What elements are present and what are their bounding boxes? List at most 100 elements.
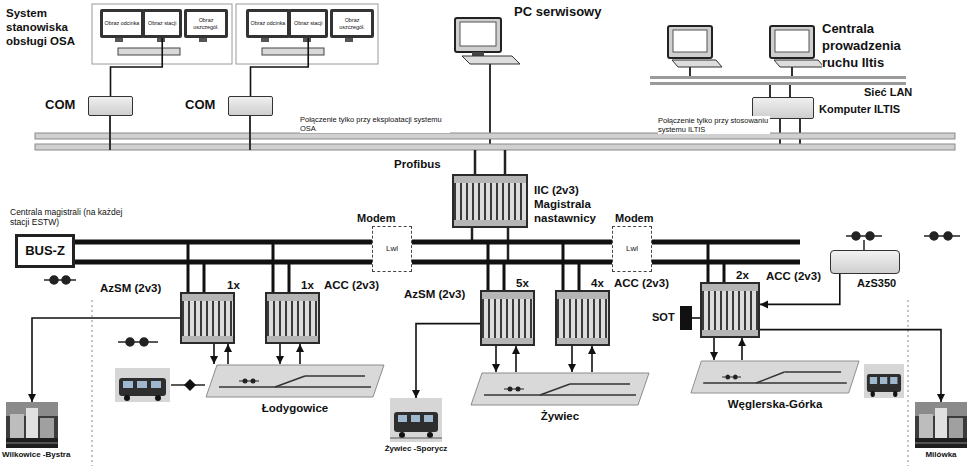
platform-graphic-part <box>484 394 636 396</box>
node-label: AzS350 <box>857 277 896 290</box>
train-picture-part <box>867 374 901 392</box>
com-unit: COM <box>88 96 133 116</box>
station-graphic-part <box>6 402 58 448</box>
iltis-wire-part <box>789 85 791 97</box>
iltis-wire-part <box>769 85 771 97</box>
train-picture-part <box>880 377 887 384</box>
annotation-label: Profibus <box>394 157 458 171</box>
train-link-part <box>184 379 196 391</box>
platform-graphic-part <box>251 379 256 384</box>
arrow-head <box>710 352 718 360</box>
station-graphic-part <box>915 402 967 448</box>
workstation-outline <box>92 4 378 64</box>
station-graphic-part <box>6 402 58 448</box>
train-graphic-part <box>424 415 433 422</box>
station-graphic-part <box>935 408 947 438</box>
train-picture-part <box>870 377 877 384</box>
lan-bus-part <box>650 82 906 85</box>
monitor-stand-part <box>115 38 123 42</box>
train-picture-part <box>137 381 147 388</box>
rack-drop-part <box>503 262 506 290</box>
annotation-label: Połączenie tylko przy stosowaniu systemu… <box>658 116 770 134</box>
monitor-screen: Obraz stacji <box>142 9 182 38</box>
node-label: ACC (2v3) <box>324 279 379 292</box>
sot-unit: SOT <box>680 306 692 330</box>
area-separator-part <box>908 300 909 466</box>
train-graphic <box>390 398 442 442</box>
rack-drop-part <box>723 262 726 282</box>
signal-symbol-part <box>126 338 134 346</box>
platform-graphic-part <box>471 373 649 405</box>
node-label: Łodygowice <box>205 402 385 415</box>
rack-drop-part <box>562 242 565 290</box>
train-picture-part <box>115 368 170 402</box>
service-pc-part <box>472 52 484 56</box>
train-link <box>171 379 205 391</box>
station-graphic-part <box>40 418 54 438</box>
rack-drop-part <box>578 262 581 290</box>
connector <box>296 344 304 364</box>
node-label: AzSM (2v3) <box>100 282 161 295</box>
arrow-head <box>492 364 500 372</box>
node-label: Obraz uszczegół. <box>333 17 371 29</box>
platform-graphic-part <box>784 371 841 373</box>
connector <box>492 346 500 372</box>
platform-graphic-part <box>691 361 859 393</box>
station-graphic <box>915 402 967 448</box>
rack-drop-part <box>272 242 275 292</box>
platform-graphic-part <box>275 376 305 387</box>
train-picture-part <box>871 391 875 397</box>
connector <box>738 338 746 360</box>
platform-graphic-part <box>703 382 847 384</box>
platform-graphic-part <box>205 364 385 398</box>
connector <box>512 346 520 372</box>
connector-line <box>32 318 180 402</box>
train-picture-part <box>124 395 130 401</box>
node-label: Obraz stacji <box>294 20 322 26</box>
train-picture-part <box>864 364 904 398</box>
node-label: Modem <box>357 212 396 225</box>
platform-graphic-part <box>243 379 248 384</box>
dispatch-pc-part <box>791 67 793 77</box>
signal-symbol-part <box>140 338 148 346</box>
workstation-outline-part <box>236 4 378 64</box>
rack-drop-part <box>487 242 490 290</box>
signal-symbol-part <box>118 341 158 343</box>
acc-rack: 1xACC (2v3) <box>265 292 320 344</box>
iic-wire-part <box>474 150 477 174</box>
node-label: Modem <box>615 212 654 225</box>
platform-graphic-part <box>206 365 384 397</box>
azs350-unit: AzS350 <box>830 250 900 274</box>
signal-symbol-part <box>44 279 76 281</box>
annotation-label: Połączenie tylko przy eksploatacji syste… <box>300 115 450 133</box>
train-picture-part <box>123 381 133 388</box>
interlocking-bus-part <box>75 240 800 245</box>
platform-graphic-part <box>725 375 730 380</box>
train-photo: Żywiec -Sporycz <box>390 398 442 442</box>
platform-graphic-part <box>690 360 860 394</box>
connector <box>210 344 218 364</box>
monitor-stand-part <box>303 38 311 42</box>
monitor-stand-part <box>345 38 353 42</box>
station-graphic-part <box>915 402 967 448</box>
arrow-head <box>760 300 768 308</box>
node-label: Komputer ILTIS <box>819 103 900 116</box>
bus-central: Centrala magistrali (na każdej stacji ES… <box>15 234 75 268</box>
rack-drop-part <box>203 262 206 292</box>
arrow-head <box>28 394 36 402</box>
node-label: ACC (2v3) <box>614 277 669 290</box>
node-label: Żywiec -Sporycz <box>376 444 456 453</box>
acc-rack: 4xACC (2v3) <box>555 290 610 346</box>
node-label: 4x <box>591 277 604 290</box>
train-picture-part <box>119 378 166 396</box>
connector <box>111 38 163 96</box>
node-label: SOT <box>652 311 675 324</box>
com-wire-part <box>109 116 111 150</box>
monitor-screen: Obraz odcinka <box>100 9 144 38</box>
node-label: 1x <box>227 279 240 292</box>
azsm-rack: AzSM (2v3)1x <box>180 292 235 344</box>
node-label: COM <box>45 98 75 113</box>
annotation-label: Sieć LAN <box>864 86 944 99</box>
monitor-screen: Obraz uszczegół. <box>330 9 374 38</box>
dispatch-pc-part <box>770 26 814 58</box>
